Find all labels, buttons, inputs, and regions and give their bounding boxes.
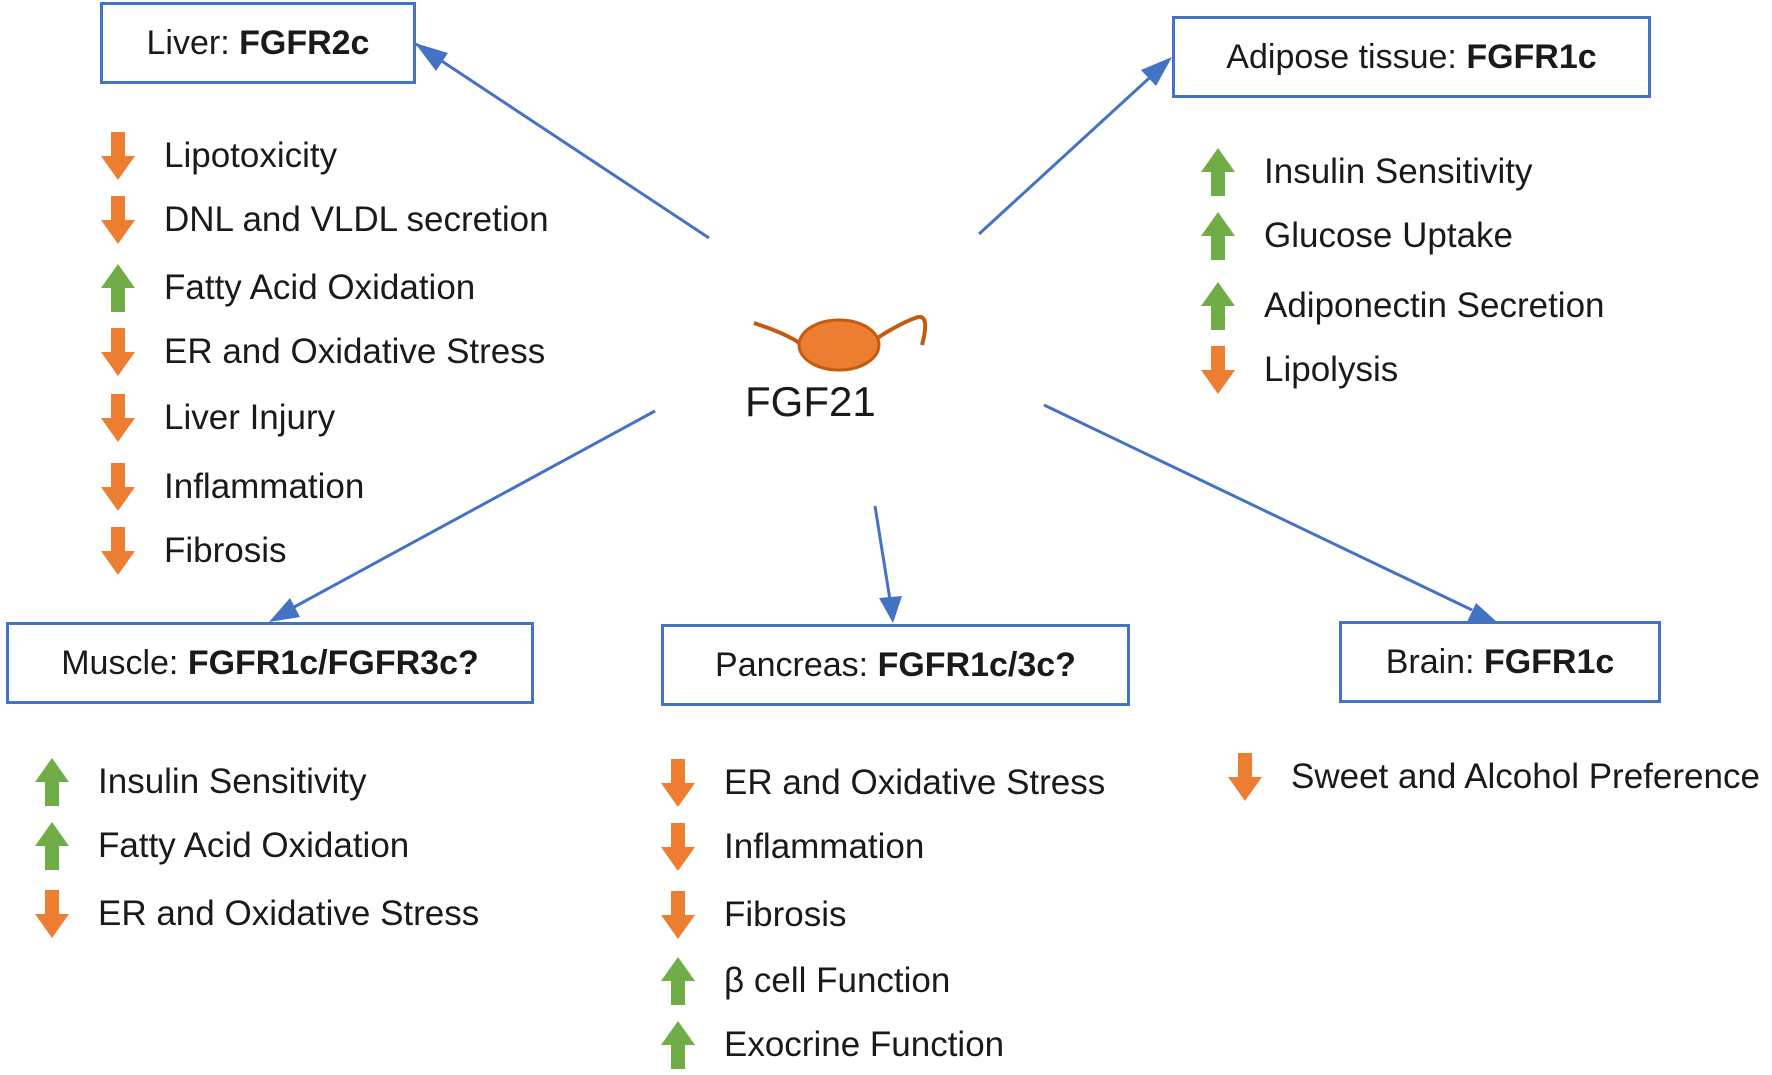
arrow-to-liver-head [415,43,448,71]
effect-label: Adiponectin Secretion [1264,286,1605,325]
arrow-up-icon [661,1021,695,1069]
arrow-down-icon [661,891,695,939]
arrow-down-icon [101,527,135,575]
arrow-to-muscle-head [269,598,300,622]
arrow-down-icon [35,890,69,938]
effect-label: Liver Injury [164,398,336,437]
arrow-up-icon [35,822,69,870]
arrow-up-icon [101,264,135,312]
effect-item: Fibrosis [660,890,847,940]
arrow-up-icon [661,957,695,1005]
effect-item: β cell Function [660,956,950,1006]
adipose-box: Adipose tissue: FGFR1c [1172,16,1651,98]
arrow-down-icon [661,759,695,807]
arrow-to-brain [1043,403,1473,612]
effect-item: Glucose Uptake [1200,211,1513,261]
effect-label: Inflammation [724,827,925,866]
arrow-to-adipose-head [1141,57,1172,86]
receptor-name: FGFR1c/3c? [877,645,1076,684]
effect-item: Inflammation [660,822,924,872]
tissue-name: Liver: [146,23,240,62]
arrow-up-icon [1201,282,1235,330]
effect-item: Fibrosis [100,526,287,576]
fgf21-molecule-icon [753,314,928,372]
brain-box: Brain: FGFR1c [1339,621,1661,703]
arrow-down-icon [101,196,135,244]
effect-label: Fatty Acid Oxidation [98,826,410,865]
effect-label: Fatty Acid Oxidation [164,268,476,307]
arrow-down-icon [101,463,135,511]
effect-label: Sweet and Alcohol Preference [1291,757,1760,796]
arrow-up-icon [35,758,69,806]
tissue-name: Pancreas: [715,645,878,684]
effect-item: Sweet and Alcohol Preference [1227,752,1760,802]
arrow-to-muscle [284,409,656,614]
effect-item: Insulin Sensitivity [1200,147,1532,197]
arrow-to-brain-head [1466,603,1497,624]
effect-item: ER and Oxidative Stress [34,889,479,939]
effect-item: ER and Oxidative Stress [100,327,545,377]
arrow-up-icon [1201,212,1235,260]
effect-label: Insulin Sensitivity [1264,152,1533,191]
effect-label: Lipolysis [1264,350,1399,389]
arrow-down-icon [1228,753,1262,801]
effect-label: Fibrosis [724,895,847,934]
effect-label: Insulin Sensitivity [98,762,367,801]
arrow-down-icon [101,394,135,442]
effect-label: ER and Oxidative Stress [724,763,1106,802]
receptor-name: FGFR1c [1466,37,1597,76]
effect-label: ER and Oxidative Stress [98,894,480,933]
liver-box: Liver: FGFR2c [100,2,416,84]
pancreas-box: Pancreas: FGFR1c/3c? [661,624,1130,706]
effect-item: Lipotoxicity [100,131,337,181]
muscle-box: Muscle: FGFR1c/FGFR3c? [6,622,534,704]
arrow-to-adipose [977,68,1160,236]
effect-label: β cell Function [724,961,951,1000]
effect-item: Liver Injury [100,393,335,443]
tissue-name: Adipose tissue: [1226,37,1467,76]
arrow-to-liver [415,42,710,240]
effect-label: Glucose Uptake [1264,216,1514,255]
arrow-down-icon [661,823,695,871]
effect-item: DNL and VLDL secretion [100,195,549,245]
receptor-name: FGFR2c [239,23,370,62]
effect-item: Adiponectin Secretion [1200,281,1605,331]
effect-item: Lipolysis [1200,345,1398,395]
effect-item: Exocrine Function [660,1020,1004,1070]
arrow-to-pancreas [873,505,892,601]
effect-label: DNL and VLDL secretion [164,200,549,239]
effect-label: Exocrine Function [724,1025,1005,1064]
effect-item: ER and Oxidative Stress [660,758,1105,808]
effect-item: Insulin Sensitivity [34,757,366,807]
arrow-to-pancreas-head [879,596,902,623]
effect-label: ER and Oxidative Stress [164,332,546,371]
center-label: FGF21 [745,378,876,425]
tissue-name: Brain: [1385,642,1484,681]
effect-item: Fatty Acid Oxidation [34,821,409,871]
effect-item: Inflammation [100,462,364,512]
effect-label: Inflammation [164,467,365,506]
receptor-name: FGFR1c [1483,642,1615,681]
arrow-down-icon [101,132,135,180]
arrow-up-icon [1201,148,1235,196]
effect-item: Fatty Acid Oxidation [100,263,475,313]
tissue-name: Muscle: [61,643,188,682]
effect-label: Fibrosis [164,531,287,570]
receptor-name: FGFR1c/FGFR3c? [187,643,479,682]
arrow-down-icon [1201,346,1235,394]
arrow-down-icon [101,328,135,376]
effect-label: Lipotoxicity [164,136,338,175]
